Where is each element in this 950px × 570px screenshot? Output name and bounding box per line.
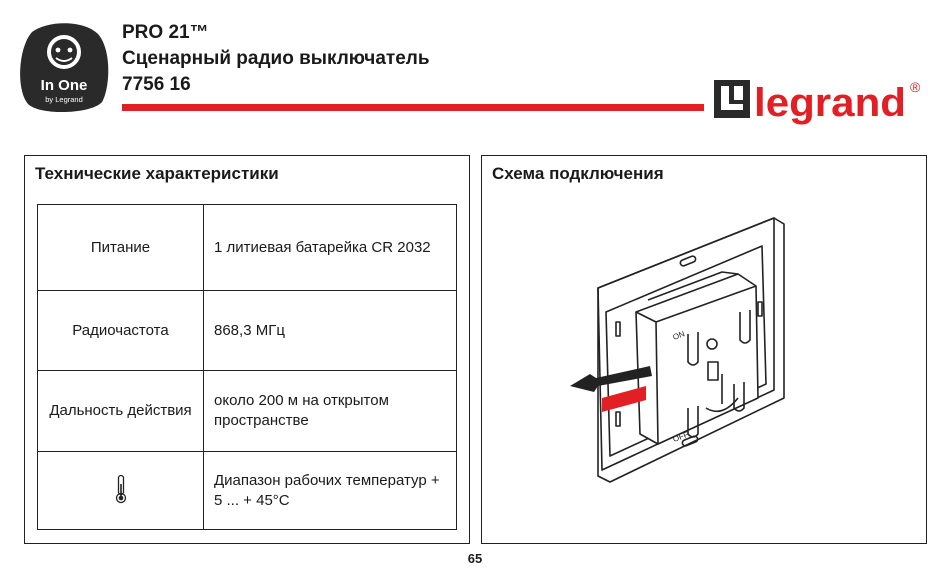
spec-value: Диапазон рабочих температур + 5 ... + 45…	[203, 451, 457, 530]
legrand-logo: legrand ®	[714, 79, 921, 125]
legrand-wordmark: legrand	[754, 81, 906, 125]
table-row: Питание 1 литиевая батарейка CR 2032	[37, 204, 457, 291]
thermometer-icon	[115, 474, 126, 503]
diagram-title: Схема подключения	[492, 164, 664, 183]
spec-label: Дальность действия	[37, 370, 204, 452]
product-title: PRO 21™	[122, 22, 209, 43]
spec-value: около 200 м на открытом пространстве	[203, 370, 457, 452]
spec-value: 1 литиевая батарейка CR 2032	[203, 204, 457, 291]
spec-value: 868,3 МГц	[203, 290, 457, 371]
badge-title: In One	[41, 77, 88, 94]
table-row: Дальность действия около 200 м на открыт…	[37, 370, 457, 452]
specs-table: Питание 1 литиевая батарейка CR 2032 Рад…	[37, 204, 457, 530]
installation-diagram: ON OFF	[570, 217, 785, 483]
badge-subtitle: by Legrand	[45, 95, 83, 104]
product-subtitle: Сценарный радио выключатель	[122, 48, 430, 69]
table-row: Радиочастота 868,3 МГц	[37, 290, 457, 371]
label-on: ON	[672, 329, 687, 342]
table-row: Диапазон рабочих температур + 5 ... + 45…	[37, 451, 457, 530]
product-code: 7756 16	[122, 74, 191, 95]
header: PRO 21™ Сценарный радио выключатель 7756…	[122, 20, 430, 98]
battery-tab	[602, 386, 646, 412]
specs-panel: Технические характеристики Питание 1 лит…	[24, 155, 470, 544]
specs-title: Технические характеристики	[35, 164, 279, 183]
page-number: 65	[467, 551, 483, 566]
removal-arrow	[570, 366, 652, 392]
in-one-logo: In One by Legrand	[20, 23, 109, 113]
registered-mark: ®	[910, 79, 921, 95]
accent-line	[122, 104, 704, 111]
spec-label: Питание	[37, 204, 204, 291]
spec-label-icon-cell	[37, 451, 204, 530]
spec-label: Радиочастота	[37, 290, 204, 371]
diagram-panel: Схема подключения	[481, 155, 927, 544]
